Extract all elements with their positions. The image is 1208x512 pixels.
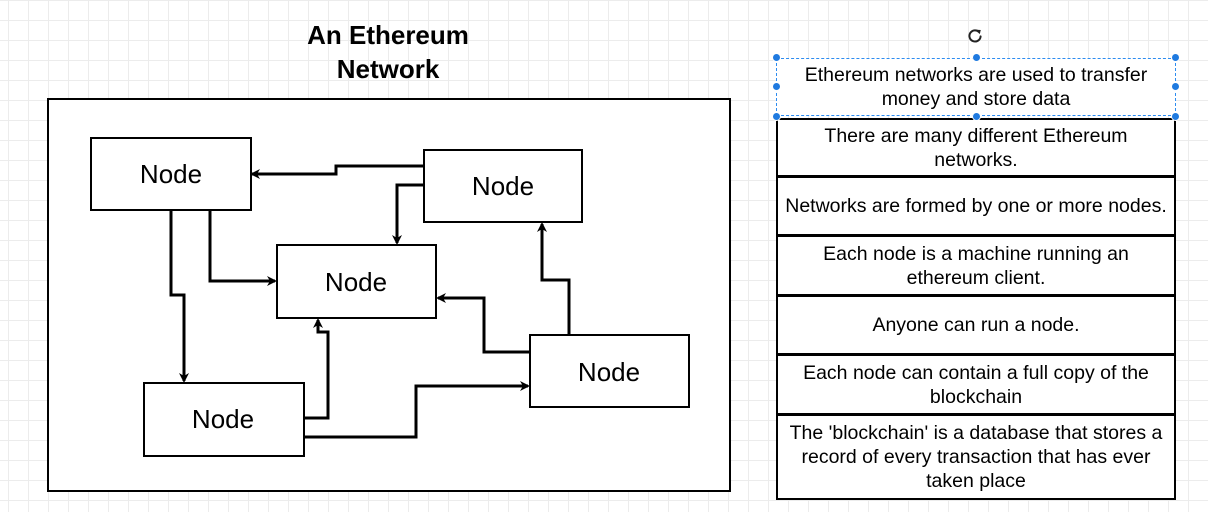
fact-node-machine[interactable]: Each node is a machine running an ethere…: [776, 235, 1176, 296]
diagram-title: An Ethereum Network: [248, 18, 528, 86]
fact-many-networks[interactable]: There are many different Ethereum networ…: [776, 118, 1176, 177]
node-label: Node: [325, 267, 387, 297]
node-label: Node: [140, 159, 202, 189]
resize-handle-bottom-left[interactable]: [772, 112, 781, 121]
connector-top-right-to-center[interactable]: [392, 183, 424, 245]
node-center[interactable]: Node: [276, 244, 437, 319]
node-bottom-right[interactable]: Node: [529, 334, 690, 408]
fact-full-copy[interactable]: Each node can contain a full copy of the…: [776, 354, 1176, 415]
connector-bottom-right-to-top-right[interactable]: [537, 222, 571, 335]
diagram-title-line-2: Network: [336, 54, 440, 84]
resize-handle-top[interactable]: [972, 53, 981, 62]
node-label: Node: [192, 404, 254, 434]
connector-bottom-right-to-center[interactable]: [436, 293, 530, 354]
resize-handle-bottom[interactable]: [972, 112, 981, 121]
connector-top-right-to-top-left[interactable]: [250, 164, 424, 179]
connector-top-left-to-center[interactable]: [208, 210, 277, 286]
resize-handle-top-right[interactable]: [1171, 53, 1180, 62]
network-diagram: Node Node Node Node Node: [90, 137, 690, 457]
resize-handle-bottom-right[interactable]: [1171, 112, 1180, 121]
resize-handle-top-left[interactable]: [772, 53, 781, 62]
node-top-right[interactable]: Node: [423, 149, 583, 223]
resize-handle-left[interactable]: [772, 82, 781, 91]
fact-blockchain-database[interactable]: The 'blockchain' is a database that stor…: [776, 414, 1176, 500]
fact-anyone-can-run[interactable]: Anyone can run a node.: [776, 295, 1176, 355]
resize-handle-right[interactable]: [1171, 82, 1180, 91]
node-top-left[interactable]: Node: [90, 137, 252, 211]
rotate-icon[interactable]: [966, 27, 984, 45]
fact-network-purpose[interactable]: Ethereum networks are used to transfer m…: [776, 58, 1176, 116]
diagram-title-line-1: An Ethereum: [307, 20, 469, 50]
connector-top-left-to-bottom-left[interactable]: [169, 210, 189, 383]
node-label: Node: [578, 357, 640, 387]
fact-networks-of-nodes[interactable]: Networks are formed by one or more nodes…: [776, 176, 1176, 236]
connector-bottom-left-to-center[interactable]: [304, 318, 330, 420]
node-bottom-left[interactable]: Node: [143, 382, 305, 457]
connector-bottom-left-to-bottom-right[interactable]: [304, 381, 530, 439]
node-label: Node: [472, 171, 534, 201]
